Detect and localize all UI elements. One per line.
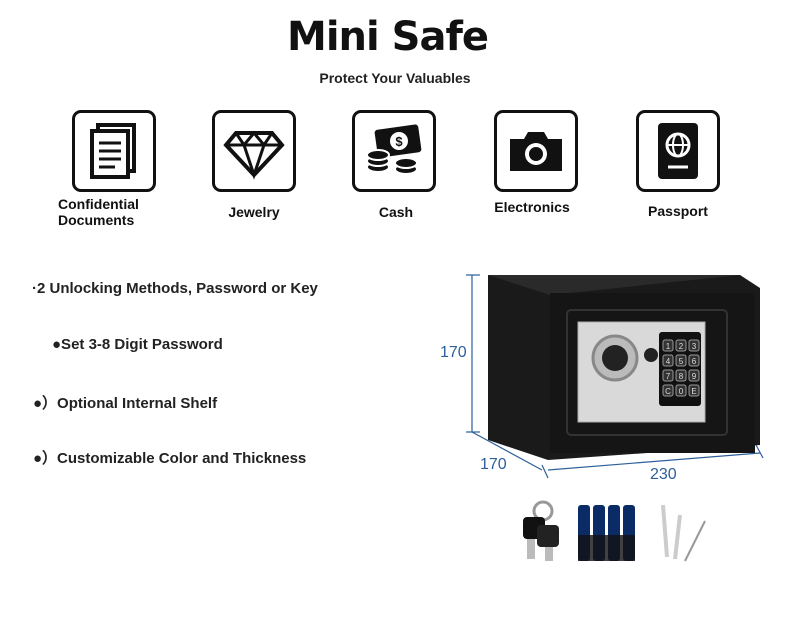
dimension-width: 230 xyxy=(650,466,677,483)
keypad-key-label: 4 xyxy=(666,357,671,366)
dimension-height: 170 xyxy=(440,344,467,361)
category-label-passport: Passport xyxy=(648,203,708,219)
keypad-key-label: 5 xyxy=(679,357,684,366)
keypad-key-label: 8 xyxy=(679,372,684,381)
svg-text:$: $ xyxy=(395,134,403,149)
keypad-key-label: 2 xyxy=(679,342,684,351)
category-label-electronics: Electronics xyxy=(494,199,570,215)
category-label-documents: Confidential Documents xyxy=(58,196,139,228)
keypad-key xyxy=(675,339,687,352)
cash-icon: $ xyxy=(352,110,436,192)
category-label-jewelry: Jewelry xyxy=(228,204,280,220)
keypad-key-label: C xyxy=(665,387,671,396)
keypad-key xyxy=(688,384,700,397)
category-label-cash: Cash xyxy=(378,204,414,220)
keypad-key xyxy=(675,384,687,397)
keypad-key-label: 7 xyxy=(666,372,671,381)
keys-icon xyxy=(523,500,559,561)
page-title: Mini Safe xyxy=(287,14,489,60)
keypad-key xyxy=(688,339,700,352)
dimension-lines xyxy=(466,274,764,479)
feature-item: ●）Customizable Color and Thickness xyxy=(33,450,307,467)
keypad-key-label: 3 xyxy=(692,342,697,351)
keypad-key xyxy=(662,384,674,397)
keypad-key-label: 6 xyxy=(692,357,697,366)
keypad-key xyxy=(688,369,700,382)
feature-item: ·2 Unlocking Methods, Password or Key xyxy=(32,280,318,297)
keypad-key xyxy=(662,369,674,382)
keypad-key-label: 9 xyxy=(692,372,697,381)
keypad-key-label: 0 xyxy=(679,387,684,396)
feature-item: ●Set 3-8 Digit Password xyxy=(52,336,223,353)
subtitle: Protect Your Valuables xyxy=(319,70,471,86)
keypad-key-label: 1 xyxy=(666,342,671,351)
passport-icon xyxy=(636,110,720,192)
diamond-icon xyxy=(212,110,296,192)
keypad-key xyxy=(662,354,674,367)
keypad-key xyxy=(675,354,687,367)
camera-icon xyxy=(494,110,578,192)
keypad-key-label: E xyxy=(691,387,696,396)
accessories xyxy=(523,500,706,562)
keypad-key xyxy=(688,354,700,367)
keypad-key xyxy=(675,369,687,382)
keypad-key xyxy=(662,339,674,352)
batteries-icon xyxy=(578,505,635,561)
documents-icon xyxy=(72,110,156,192)
screws-icon xyxy=(661,504,706,562)
dimension-depth: 170 xyxy=(480,456,507,473)
feature-item: ●）Optional Internal Shelf xyxy=(33,395,218,412)
